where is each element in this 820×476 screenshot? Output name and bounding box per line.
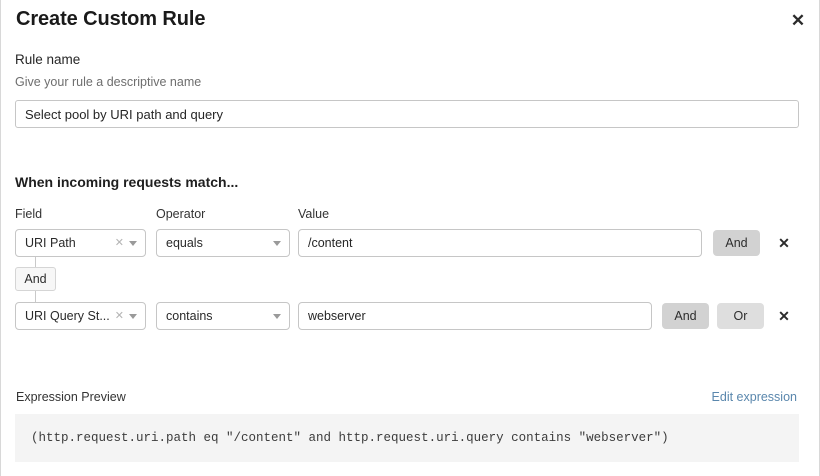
edit-expression-link[interactable]: Edit expression [711,390,797,404]
rule-name-input[interactable] [15,100,799,128]
or-button-row-2[interactable]: Or [717,303,764,329]
expression-preview-code: (http.request.uri.path eq "/content" and… [15,414,799,462]
expression-preview-label: Expression Preview [16,390,126,404]
field-select-row-1[interactable]: URI Path ✕ [15,229,146,257]
chevron-down-icon-row-1 [129,240,137,246]
value-input-row-1[interactable] [298,229,702,257]
field-select-value-row-2: URI Query St... [25,309,110,323]
clear-icon-row-1[interactable]: ✕ [114,236,124,249]
group-connector-and-chip[interactable]: And [15,267,56,291]
operator-select-value-row-1: equals [166,236,203,250]
connector-line-lower [35,291,36,302]
and-button-row-2[interactable]: And [662,303,709,329]
chevron-down-icon-operator-row-2 [273,313,281,319]
close-icon[interactable]: ✕ [790,10,806,30]
connector-line-upper [35,257,36,268]
column-header-field: Field [15,207,43,221]
chevron-down-icon-operator-row-1 [273,240,281,246]
rule-name-label: Rule name [15,52,81,67]
conditions-heading: When incoming requests match... [15,174,239,190]
column-header-operator: Operator [156,207,206,221]
operator-select-value-row-2: contains [166,309,213,323]
field-select-value-row-1: URI Path [25,236,76,250]
delete-condition-icon-row-2[interactable]: ✕ [778,308,790,324]
dialog-title: Create Custom Rule [16,8,206,30]
delete-condition-icon-row-1[interactable]: ✕ [778,235,790,251]
field-select-row-2[interactable]: URI Query St... ✕ [15,302,146,330]
operator-select-row-1[interactable]: equals [156,229,290,257]
value-input-row-2[interactable] [298,302,652,330]
rule-name-hint: Give your rule a descriptive name [15,75,202,89]
clear-icon-row-2[interactable]: ✕ [114,309,124,322]
operator-select-row-2[interactable]: contains [156,302,290,330]
column-header-value: Value [298,207,330,221]
and-button-row-1[interactable]: And [713,230,760,256]
chevron-down-icon-row-2 [129,313,137,319]
